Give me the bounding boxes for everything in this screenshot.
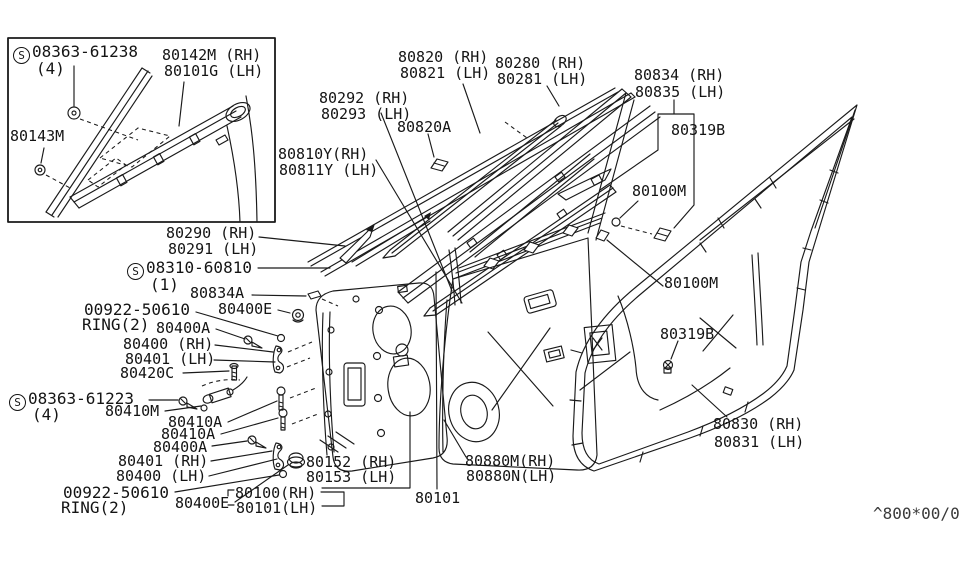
label-80293: 80293 (LH) xyxy=(321,105,412,123)
bolt-icon-80410a-2 xyxy=(278,408,288,431)
label-80292: 80292 (RH) xyxy=(319,89,410,107)
door-lock-icon xyxy=(392,343,410,368)
label-80811y: 80811Y (LH) xyxy=(279,161,379,179)
label-ring-qty-lower: RING(2) xyxy=(61,498,129,517)
screw-symbol-icon: S xyxy=(9,394,26,411)
door-inner-panel-drawing xyxy=(315,282,448,472)
label-80400a-upper: 80400A xyxy=(156,319,211,337)
label-80101-center: 80101 xyxy=(415,489,461,507)
label-80400a-lower: 80400A xyxy=(153,438,208,456)
label-80830: 80830 (RH) xyxy=(713,415,804,433)
belt-molding-drawing xyxy=(69,102,251,209)
label-80410m: 80410M xyxy=(105,402,160,420)
label-ring-code-lower: 00922-50610 xyxy=(63,483,169,502)
hinge-icon-lower xyxy=(272,442,285,471)
label-80880n: 80880N(LH) xyxy=(466,467,557,485)
ring-icon-upper xyxy=(276,333,286,343)
door-outer-panel-drawing xyxy=(392,88,635,471)
label-80420c: 80420C xyxy=(120,364,175,382)
label-80152: 80152 (RH) xyxy=(306,453,397,471)
label-80101-lh: 80101(LH) xyxy=(236,499,318,517)
screw-symbol-icon: S xyxy=(127,263,144,280)
label-80100m-lower: 80100M xyxy=(664,274,719,292)
check-link-icon xyxy=(200,376,248,412)
door-trim-panel-drawing xyxy=(579,252,764,411)
screw-symbol-icon: S xyxy=(13,47,30,64)
label-80401-rh: 80401 (RH) xyxy=(118,452,209,470)
label-ring-qty-upper: RING(2) xyxy=(82,315,150,334)
screw-icon-80400a-upper xyxy=(243,335,263,349)
clip-80319b-icon xyxy=(662,359,674,374)
ring-icon-lower xyxy=(278,469,288,479)
label-80100-rh: 80100(RH) xyxy=(235,484,317,502)
label-80410a-1: 80410A xyxy=(168,413,223,431)
label-80831: 80831 (LH) xyxy=(714,433,805,451)
label-80319b-top: 80319B xyxy=(671,121,726,139)
label-80319b-lower: 80319B xyxy=(660,325,715,343)
watermark: ^800*00/0 xyxy=(873,504,960,523)
label-80400e-upper: 80400E xyxy=(218,300,273,318)
window-moldings-drawing xyxy=(307,87,661,317)
label-80835: 80835 (LH) xyxy=(635,83,726,101)
label-qty-61223: (4) xyxy=(32,405,61,424)
label-80401-lh: 80401 (LH) xyxy=(125,350,216,368)
label-80280: 80280 (RH) xyxy=(495,54,586,72)
label-80400-rh: 80400 (RH) xyxy=(123,335,214,353)
label-80281: 80281 (LH) xyxy=(497,70,588,88)
pillar-molding-drawing xyxy=(45,67,153,218)
grommet-icon-lower xyxy=(286,452,306,469)
grommet-icon-upper xyxy=(291,308,305,322)
label-80410a-2: 80410A xyxy=(161,425,216,443)
weatherstrip-seal-drawing xyxy=(569,104,858,472)
label-80810y: 80810Y(RH) xyxy=(278,145,369,163)
label-80820: 80820 (RH) xyxy=(398,48,489,66)
screw-icon-80400a-lower xyxy=(247,435,267,449)
label-80880m: 80880M(RH) xyxy=(465,452,556,470)
label-80400-lh: 80400 (LH) xyxy=(116,467,207,485)
hinge-fastener-icons xyxy=(178,308,319,479)
label-80821: 80821 (LH) xyxy=(400,64,491,82)
inset-screw-icon-80143m xyxy=(34,147,73,190)
hinge-icon-upper xyxy=(272,345,285,374)
inset-box xyxy=(7,37,276,223)
label-80290: 80290 (RH) xyxy=(166,224,257,242)
label-80100m-upper: 80100M xyxy=(632,182,687,200)
screw-icon-61223 xyxy=(178,396,198,410)
label-80291: 80291 (LH) xyxy=(168,240,259,258)
label-qty-61238: (4) xyxy=(36,59,65,78)
leader-80142m xyxy=(178,81,185,127)
label-80400e-lower: 80400E xyxy=(175,494,230,512)
leader-lines xyxy=(148,83,728,507)
label-80834a: 80834A xyxy=(190,284,245,302)
bolt-icon-80420c xyxy=(229,362,239,381)
label-80153: 80153 (LH) xyxy=(306,468,397,486)
label-ring-code-upper: 00922-50610 xyxy=(84,300,190,319)
label-80820a: 80820A xyxy=(397,118,452,136)
label-80101g: 80101G (LH) xyxy=(164,62,264,80)
label-80143m: 80143M xyxy=(10,127,65,145)
label-80142m: 80142M (RH) xyxy=(162,46,262,64)
inset-screw-icon xyxy=(67,65,139,141)
label-qty-60810: (1) xyxy=(150,275,179,294)
label-80834: 80834 (RH) xyxy=(634,66,725,84)
clip-80820a-icon xyxy=(430,158,449,172)
bolt-icon-80410a-1 xyxy=(276,386,286,411)
